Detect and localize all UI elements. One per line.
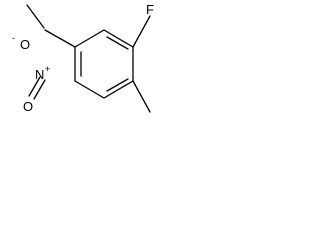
nitro-nitrogen-to-oxygen-double-bond-1 [33,79,46,100]
ring-bond-top-left-to-top [74,29,105,48]
methyl-bond [132,80,151,113]
nitro-oxygen-double-label: O [23,99,33,114]
ring-bond-bottom-to-bottom-left [74,80,105,99]
nitro-nitrogen-to-oxygen-double-bond-2 [28,76,41,97]
ring-double-bond-top-right [106,36,129,50]
ring-bond-bottom-right-to-bottom [103,80,134,99]
fluorine-bond [132,15,151,48]
nitro-oxygen-single-bond [26,4,45,29]
nitro-oxygen-single-label: O [20,37,30,52]
ring-double-bond-bottom-right [106,78,129,92]
structure-diagram: F N + O - O [0,0,158,150]
ring-bond-top-to-top-right [103,29,134,48]
fluorine-atom-label: F [146,2,154,17]
nitro-bond [44,29,76,48]
nitro-nitrogen-charge: + [45,64,50,74]
molecule-svg: F N + O - O [12,2,154,114]
nitro-oxygen-single-charge: - [12,33,15,43]
nitro-nitrogen-label: N [35,67,44,82]
